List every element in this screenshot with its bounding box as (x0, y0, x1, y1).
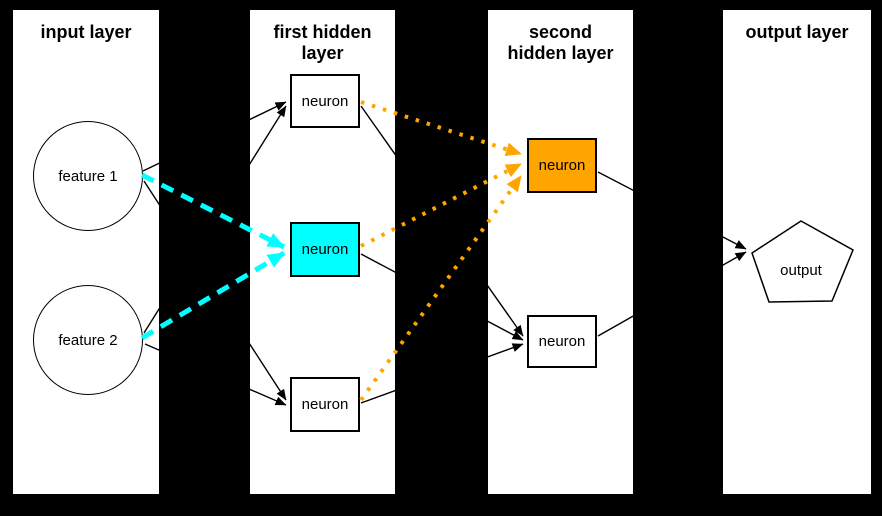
node-feature-1-label: feature 1 (58, 167, 118, 185)
node-hidden1-middle-neuron-highlighted: neuron (290, 222, 360, 277)
input-layer-title: input layer (40, 22, 132, 42)
panel-second-hidden-layer: second hidden layer (488, 10, 633, 494)
node-feature-1: feature 1 (33, 121, 143, 231)
node-hidden1-bottom-neuron: neuron (290, 377, 360, 432)
node-hidden1-top-neuron: neuron (290, 74, 360, 128)
node-hidden1-bottom-label: neuron (301, 396, 349, 413)
panel-output-layer: output layer (723, 10, 871, 494)
second-hidden-layer-title: second hidden layer (507, 22, 614, 63)
node-hidden2-bottom-neuron: neuron (527, 315, 597, 368)
node-hidden1-top-label: neuron (301, 92, 349, 110)
output-layer-title: output layer (745, 22, 849, 42)
node-feature-2-label: feature 2 (58, 331, 118, 349)
node-hidden2-top-neuron-highlighted: neuron (527, 138, 597, 193)
node-output-label: output (780, 262, 822, 279)
first-hidden-layer-title: first hidden layer (273, 22, 372, 63)
node-hidden2-top-label: neuron (538, 157, 586, 174)
node-hidden2-bottom-label: neuron (538, 333, 586, 350)
node-feature-2: feature 2 (33, 285, 143, 395)
panel-input-layer: input layer (13, 10, 159, 494)
node-hidden1-middle-label: neuron (301, 241, 349, 258)
